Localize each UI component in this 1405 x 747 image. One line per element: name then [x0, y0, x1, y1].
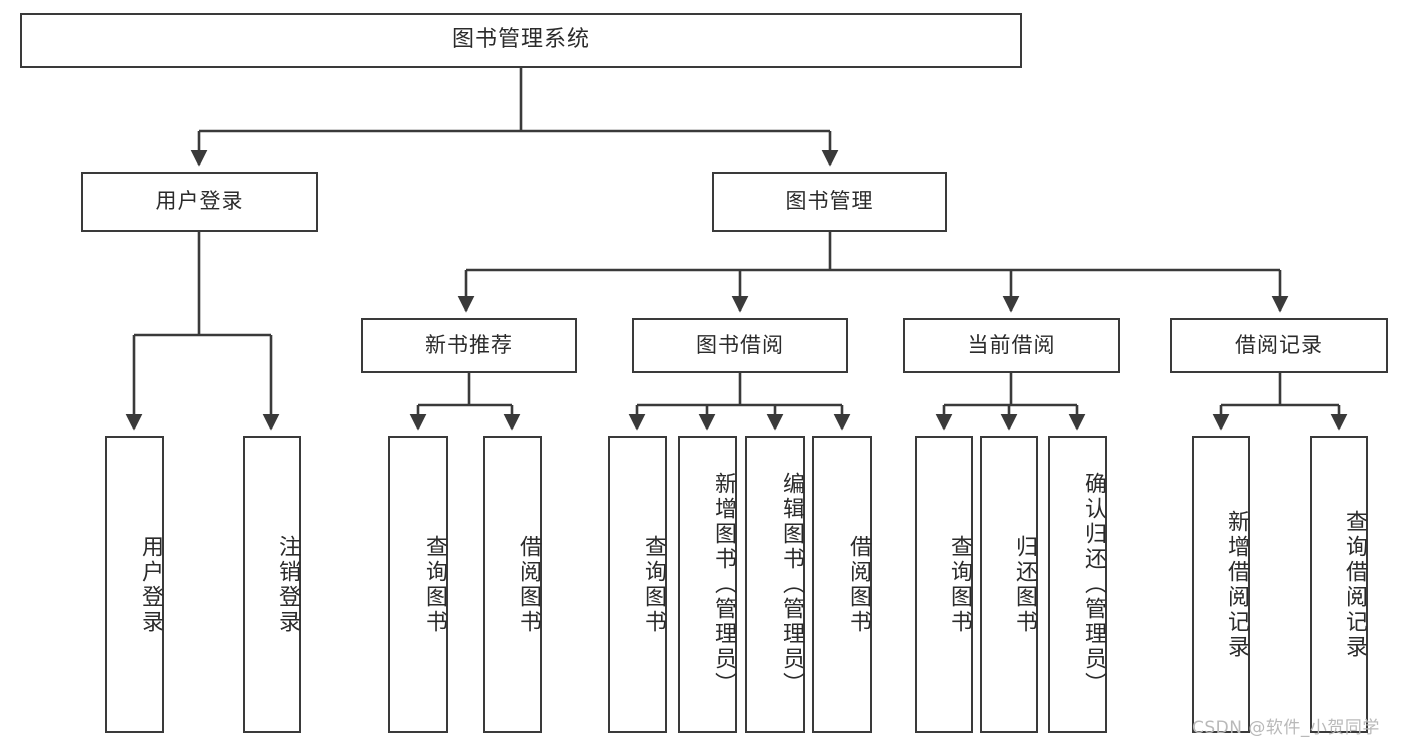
leaf-record-add-borrow-record[interactable]: 新增借阅记录	[1192, 436, 1250, 733]
leaf-label: 编辑图书（管理员）	[779, 472, 804, 697]
node-book-borrow[interactable]: 图书借阅	[632, 318, 848, 373]
leaf-current-query-book[interactable]: 查询图书	[915, 436, 973, 733]
leaf-logout[interactable]: 注销登录	[243, 436, 301, 733]
node-book-management[interactable]: 图书管理	[712, 172, 947, 232]
leaf-borrow-borrow-book[interactable]: 借阅图书	[812, 436, 872, 733]
leaf-recommend-borrow-book[interactable]: 借阅图书	[483, 436, 542, 733]
leaf-label: 新增图书（管理员）	[711, 472, 736, 697]
leaf-label: 归还图书	[1012, 534, 1037, 635]
leaf-label: 用户登录	[138, 534, 163, 635]
leaf-label: 注销登录	[275, 534, 300, 635]
leaf-label: 查询借阅记录	[1342, 509, 1367, 660]
node-borrow-record[interactable]: 借阅记录	[1170, 318, 1388, 373]
node-user-login[interactable]: 用户登录	[81, 172, 318, 232]
leaf-current-confirm-return-admin[interactable]: 确认归还（管理员）	[1048, 436, 1107, 733]
leaf-label: 借阅图书	[846, 534, 871, 635]
leaf-current-return-book[interactable]: 归还图书	[980, 436, 1038, 733]
leaf-borrow-add-book-admin[interactable]: 新增图书（管理员）	[678, 436, 737, 733]
leaf-user-login[interactable]: 用户登录	[105, 436, 164, 733]
leaf-record-query-borrow-record[interactable]: 查询借阅记录	[1310, 436, 1368, 733]
csdn-watermark: CSDN @软件_小贺同学	[1192, 718, 1380, 738]
node-root-library-system[interactable]: 图书管理系统	[20, 13, 1022, 68]
leaf-recommend-query-book[interactable]: 查询图书	[388, 436, 448, 733]
leaf-label: 查询图书	[641, 534, 666, 635]
leaf-label: 确认归还（管理员）	[1081, 472, 1106, 697]
leaf-label: 查询图书	[422, 534, 447, 635]
node-current-borrow[interactable]: 当前借阅	[903, 318, 1120, 373]
leaf-borrow-edit-book-admin[interactable]: 编辑图书（管理员）	[745, 436, 805, 733]
leaf-label: 新增借阅记录	[1224, 509, 1249, 660]
leaf-label: 借阅图书	[516, 534, 541, 635]
leaf-label: 查询图书	[947, 534, 972, 635]
leaf-borrow-query-book[interactable]: 查询图书	[608, 436, 667, 733]
node-new-book-recommend[interactable]: 新书推荐	[361, 318, 577, 373]
